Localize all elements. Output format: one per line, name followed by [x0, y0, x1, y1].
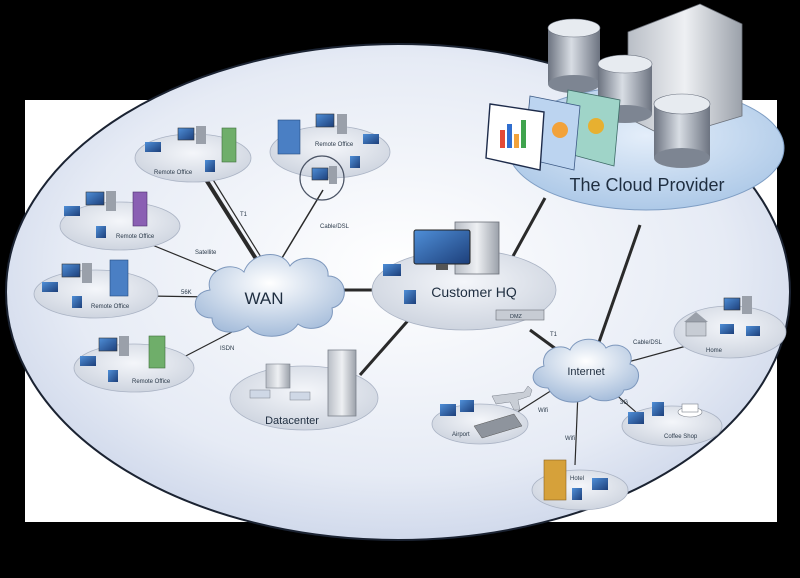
remote-office-label: Remote Office [116, 234, 155, 240]
datacenter: Datacenter [229, 349, 379, 431]
remote-office-1: Remote Office [134, 126, 252, 183]
link-label-satellite: Satellite [195, 250, 217, 256]
link-label-wifi-hotel: Wifi [565, 436, 575, 442]
remote-office-2: Remote Office [269, 113, 391, 201]
dmz-label: DMZ [510, 314, 523, 320]
customer-hq: DMZ Customer HQ [371, 221, 557, 331]
coffee-shop-label: Coffee Shop [664, 434, 698, 440]
link-ro1-wan [203, 176, 260, 264]
database-icon [653, 93, 711, 168]
home-label: Home [706, 348, 723, 354]
remote-office-label: Remote Office [132, 379, 171, 385]
app-window-icon [485, 89, 621, 171]
link-ro5-wan [177, 331, 233, 361]
link-label-cable-dsl-home: Cable/DSL [633, 340, 663, 346]
link-internet-cloud [596, 224, 642, 346]
remote-office-3: Remote Office [59, 191, 181, 251]
link-hq-cloud [510, 197, 547, 259]
wan-label: WAN [244, 289, 283, 308]
airplane-icon [491, 385, 533, 411]
link-label-3g: 3G [620, 400, 628, 406]
link-label-t1-top: T1 [240, 212, 248, 218]
remote-office-label: Remote Office [315, 142, 354, 148]
link-label-cable-dsl-top: Cable/DSL [320, 224, 350, 230]
cloud-provider-equipment: The Cloud Provider [485, 3, 743, 195]
customer-hq-label: Customer HQ [431, 284, 517, 300]
wan-cloud: WAN [194, 254, 345, 337]
airport: Airport [431, 385, 533, 445]
remote-office-4: Remote Office [33, 259, 159, 319]
datacenter-label: Datacenter [265, 415, 319, 427]
link-internet-home [627, 344, 691, 363]
remote-office-5: Remote Office [73, 335, 195, 393]
link-label-isdn: ISDN [220, 346, 234, 352]
link-label-wifi-airport: Wifi [538, 408, 548, 414]
internet-cloud: Internet [532, 338, 639, 403]
highlight-circle [299, 155, 345, 201]
coffee-shop: Coffee Shop [621, 402, 723, 447]
database-icon [597, 54, 653, 123]
internet-label: Internet [567, 366, 604, 378]
cloud-provider-label: The Cloud Provider [569, 175, 724, 195]
link-ro2-wan [281, 189, 324, 259]
remote-office-label: Remote Office [154, 170, 193, 176]
link-label-t1-internet: T1 [550, 332, 558, 338]
link-label-56k: 56K [181, 290, 192, 296]
home: Home [673, 296, 787, 359]
hotel-label: Hotel [570, 476, 584, 482]
link-internet-hotel [574, 391, 579, 466]
remote-office-label: Remote Office [91, 304, 130, 310]
airport-label: Airport [452, 432, 470, 438]
dmz-device [495, 309, 545, 321]
database-icon [547, 18, 601, 93]
hotel: Hotel [531, 459, 629, 511]
link-hq-datacenter [358, 315, 414, 376]
